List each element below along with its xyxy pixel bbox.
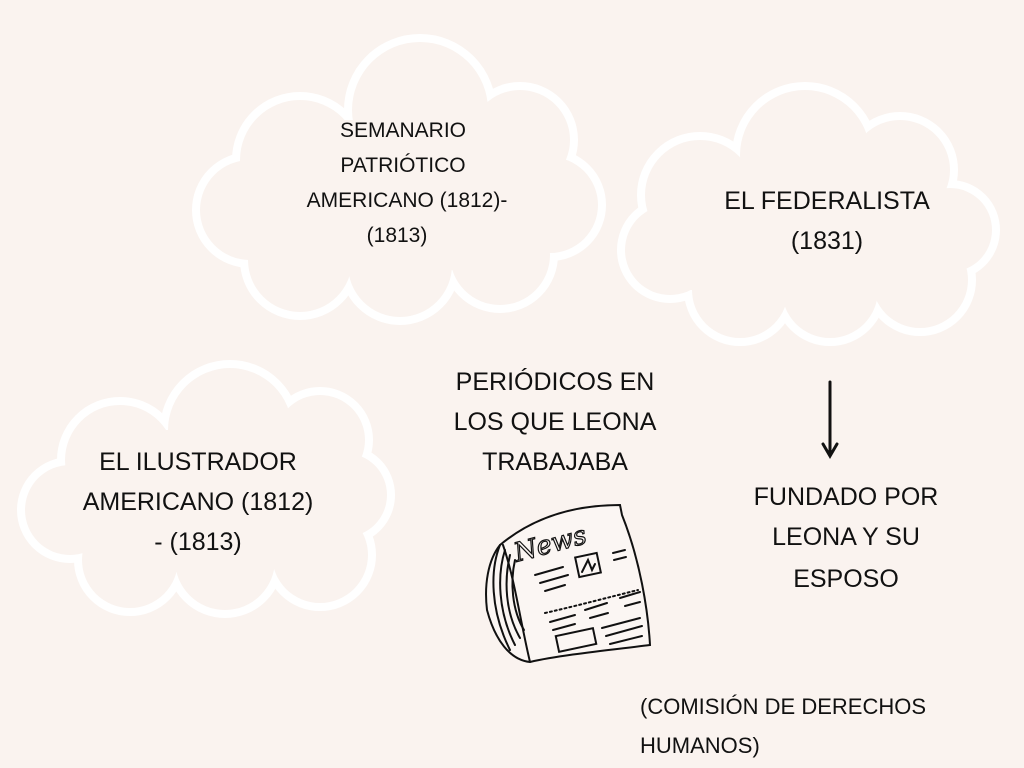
cloud-text-line: EL FEDERALISTA	[724, 187, 930, 215]
title-line: PERIÓDICOS EN	[456, 367, 655, 396]
source-line: (COMISIÓN DE DERECHOS	[640, 694, 926, 719]
cloud-text-line: (1813)	[367, 224, 428, 247]
cloud-text-line: - (1813)	[154, 528, 242, 556]
central-title: PERIÓDICOS EN LOS QUE LEONA TRABAJABA	[454, 367, 657, 476]
cloud-ilustrador	[17, 360, 395, 618]
cloud-text-line: AMERICANO (1812)	[83, 488, 314, 516]
cloud-text-line: SEMANARIO	[340, 119, 466, 142]
cloud-federalista	[617, 82, 1000, 346]
title-line: TRABAJABA	[482, 448, 628, 476]
cloud-ilustrador-text: EL ILUSTRADOR AMERICANO (1812) - (1813)	[83, 448, 314, 556]
note-line: ESPOSO	[793, 565, 899, 593]
note-line: FUNDADO POR	[754, 483, 939, 511]
cloud-text-line: (1831)	[791, 227, 863, 255]
cloud-semanario	[192, 34, 606, 325]
source-line: HUMANOS)	[640, 733, 760, 758]
founded-note: FUNDADO POR LEONA Y SU ESPOSO	[754, 483, 939, 593]
newspaper-icon: News	[485, 503, 652, 664]
cloud-text-line: PATRIÓTICO	[340, 154, 465, 177]
cloud-federalista-text: EL FEDERALISTA (1831)	[724, 187, 930, 255]
down-arrow-icon	[821, 380, 839, 459]
title-line: LOS QUE LEONA	[454, 408, 657, 436]
cloud-semanario-text: SEMANARIO PATRIÓTICO AMERICANO (1812)- (…	[307, 119, 508, 247]
cloud-text-line: EL ILUSTRADOR	[99, 448, 297, 476]
cloud-text-line: AMERICANO (1812)-	[307, 189, 508, 212]
note-line: LEONA Y SU	[772, 523, 920, 551]
source-note: (COMISIÓN DE DERECHOS HUMANOS)	[640, 694, 926, 758]
